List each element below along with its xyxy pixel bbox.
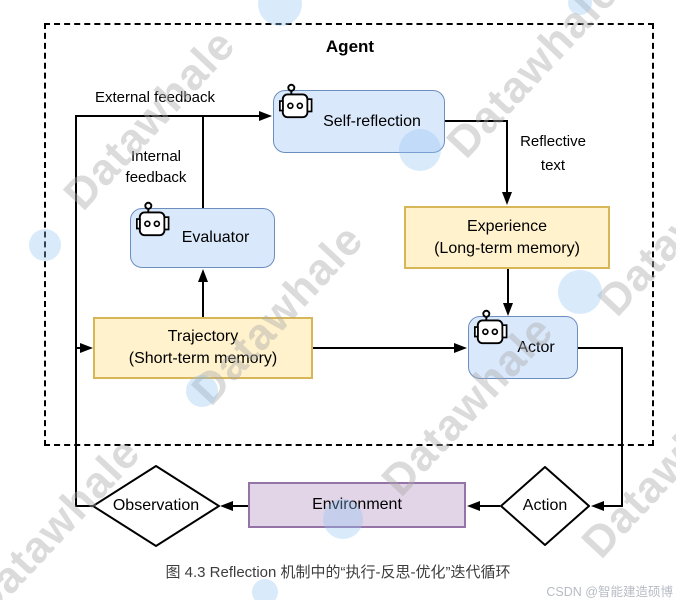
node-evaluator: Evaluator	[130, 201, 275, 268]
label-line1: Reflective	[520, 133, 586, 150]
node-label-line2: (Short-term memory)	[128, 350, 278, 367]
node-label-line1: Experience	[466, 217, 548, 235]
node-trajectory: Trajectory (Short-term memory)	[93, 317, 313, 379]
label-internal-feedback: Internal feedback	[106, 146, 206, 188]
label-line2: text	[540, 157, 566, 174]
agent-boundary	[44, 23, 654, 446]
edge-selfreflection-to-experience	[445, 120, 512, 205]
node-experience: Experience (Long-term memory)	[404, 206, 610, 269]
label-line1: Internal	[130, 148, 182, 165]
edge-actor-to-action	[578, 347, 623, 511]
label-reflective-text: Reflective text	[507, 130, 599, 178]
node-label-line2: (Long-term memory)	[434, 239, 580, 257]
agent-label: Agent	[325, 37, 375, 56]
node-label: Environment	[312, 496, 402, 513]
node-label: Trajectory (Short-term memory)	[129, 326, 277, 370]
robot-icon	[474, 309, 508, 345]
figure-caption: 图 4.3 Reflection 机制中的“执行-反思-优化”迭代循环	[165, 564, 511, 581]
diamond-shape	[500, 466, 590, 546]
node-label: Actor	[517, 338, 555, 356]
node-action: Action	[500, 466, 590, 546]
node-label-line1: Trajectory	[167, 328, 239, 345]
label-line2: feedback	[125, 169, 187, 186]
node-label: Self-reflection	[323, 112, 421, 130]
node-label: Experience (Long-term memory)	[434, 216, 580, 260]
label-external-feedback: External feedback	[94, 89, 216, 106]
edge-observation-to-selfreflection	[75, 111, 272, 507]
robot-icon	[136, 201, 170, 237]
csdn-watermark: CSDN @智能建造硕博	[546, 585, 673, 599]
node-environment: Environment	[248, 482, 466, 528]
node-self-reflection: Self-reflection	[273, 83, 445, 153]
node-actor: Actor	[468, 309, 578, 379]
node-observation: Observation	[92, 465, 220, 547]
node-label: Evaluator	[181, 229, 250, 246]
node-label: Observation	[112, 497, 200, 514]
robot-icon	[279, 83, 313, 119]
diamond-shape	[92, 465, 220, 547]
node-label: Action	[522, 497, 568, 514]
